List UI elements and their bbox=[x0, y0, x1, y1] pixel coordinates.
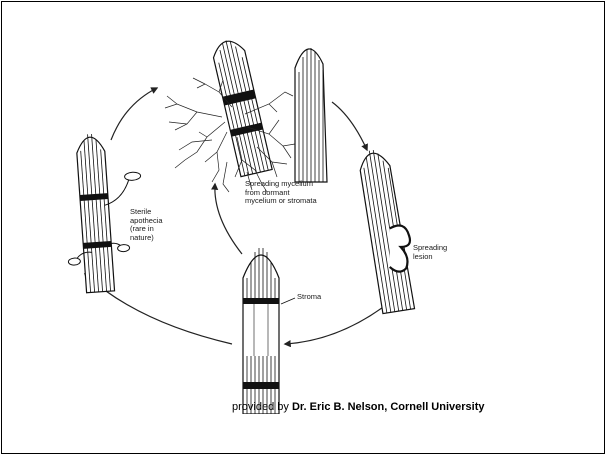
arrow-center-up bbox=[215, 184, 242, 254]
arrow-top-right bbox=[332, 102, 367, 150]
disease-cycle-figure: Spreading mycelium from dormant mycelium… bbox=[47, 22, 465, 414]
top-right-blade bbox=[295, 48, 327, 182]
label-spreading-lesion: Spreading lesion bbox=[413, 244, 447, 261]
label-stroma: Stroma bbox=[297, 293, 321, 302]
arrow-left-top bbox=[111, 88, 157, 140]
image-credit: provided by Dr. Eric B. Nelson, Cornell … bbox=[232, 401, 485, 413]
right-blade-with-lesion bbox=[357, 147, 420, 314]
label-sterile-apothecia: Sterile apothecia (rare in nature) bbox=[130, 208, 163, 242]
bottom-blade-with-stroma bbox=[243, 248, 295, 414]
credit-author: Dr. Eric B. Nelson, Cornell University bbox=[292, 401, 485, 413]
credit-prefix: provided by bbox=[232, 401, 292, 413]
disease-cycle-drawing bbox=[47, 22, 465, 414]
label-spreading-mycelium: Spreading mycelium from dormant mycelium… bbox=[245, 180, 317, 206]
